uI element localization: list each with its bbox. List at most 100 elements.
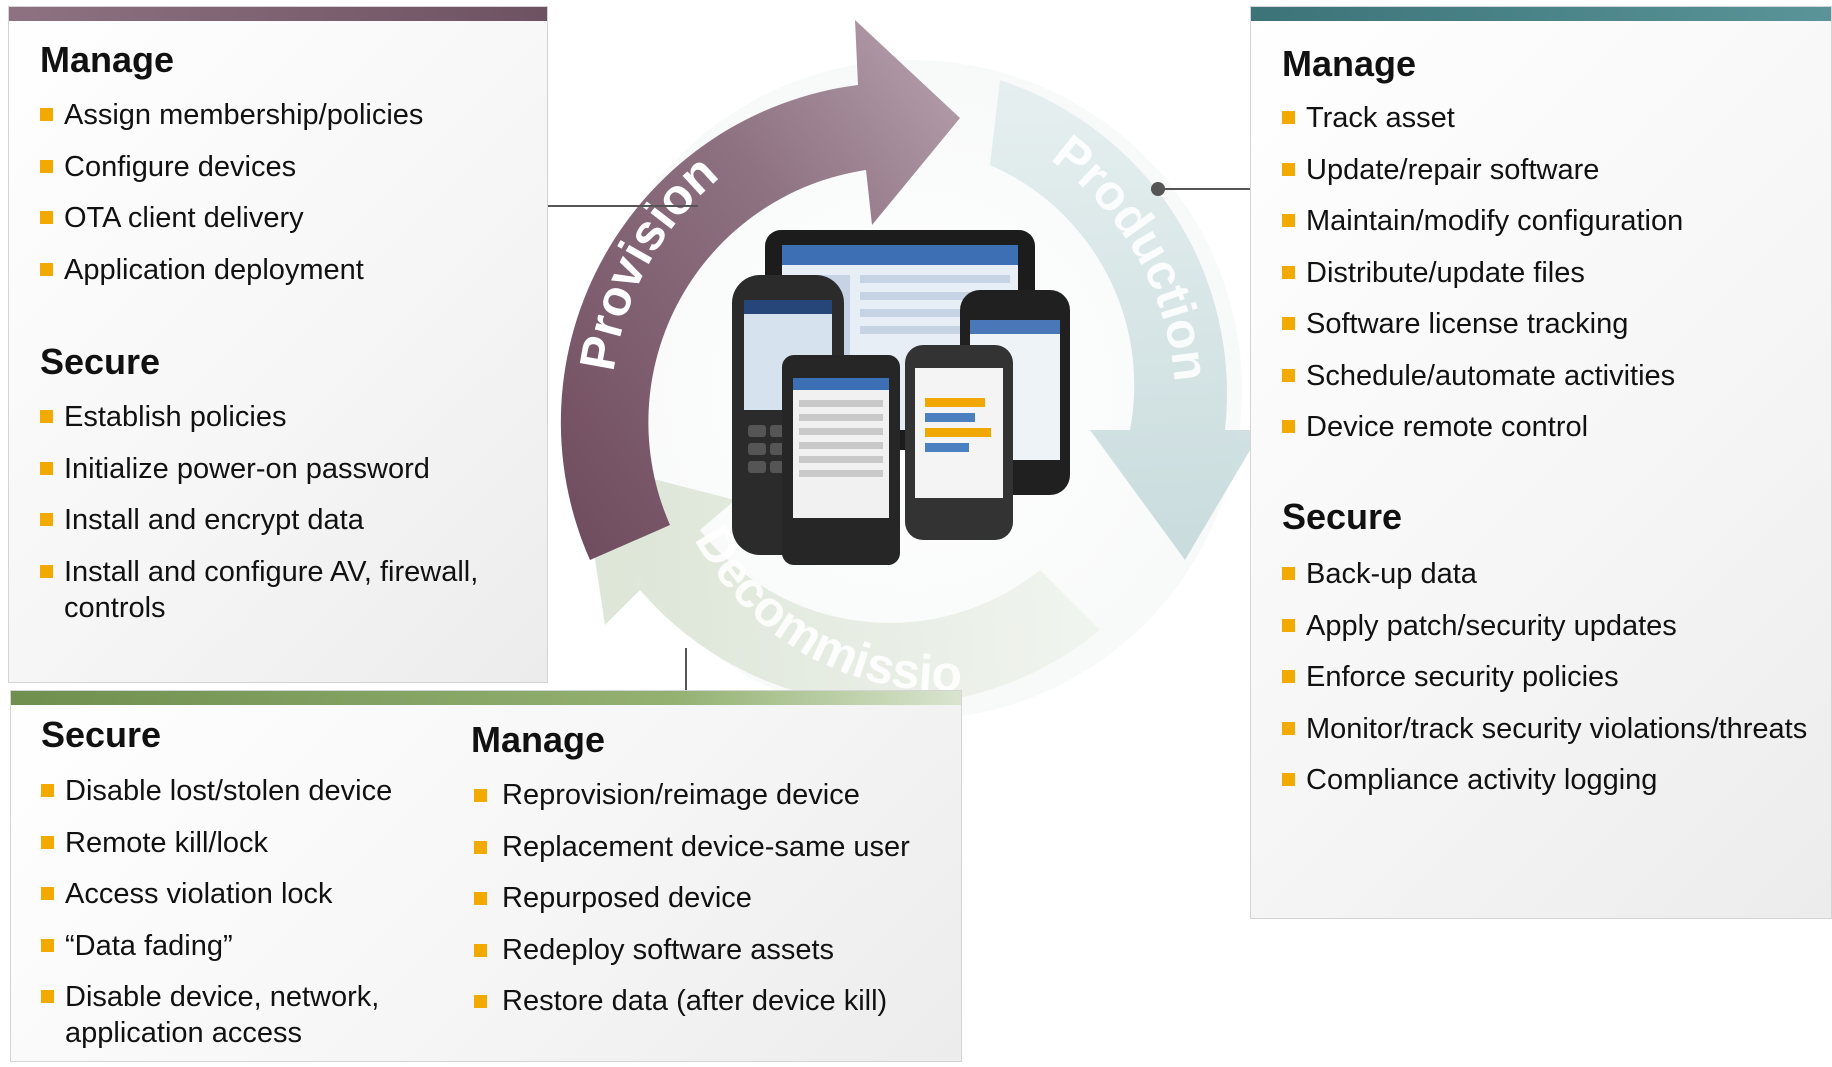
- list-item-text: Reprovision/reimage device: [502, 779, 860, 811]
- bullet-square-icon: [474, 789, 487, 802]
- list-item-text: Apply patch/security updates: [1306, 609, 1677, 642]
- bullet-square-icon: [1282, 420, 1295, 433]
- list-item-text: Install and configure AV, firewall, cont…: [64, 555, 479, 624]
- decommission-panel-bar: [11, 691, 961, 705]
- list-item-text: Back-up data: [1306, 558, 1477, 590]
- connector-production: [1158, 188, 1252, 190]
- list-item-text: Replacement device-same user: [502, 830, 910, 863]
- bullet-square-icon: [41, 784, 54, 797]
- bullet-square-icon: [1282, 567, 1295, 580]
- provision-secure-item: Establish policies: [40, 399, 520, 435]
- bullet-square-icon: [40, 513, 53, 526]
- bullet-square-icon: [1282, 265, 1295, 279]
- decommission-manage-heading: Manage: [471, 719, 606, 760]
- bullet-square-icon: [41, 938, 54, 952]
- bullet-square-icon: [474, 840, 487, 854]
- decommission-secure-item: Disable lost/stolen device: [41, 773, 441, 809]
- decommission-manage-item: Repurposed device: [471, 880, 951, 916]
- provision-secure-item: Install and encrypt data: [40, 502, 520, 538]
- production-secure-heading: Secure: [1282, 496, 1403, 537]
- bullet-square-icon: [1282, 162, 1295, 176]
- bullet-square-icon: [1282, 618, 1295, 632]
- connector-provision: [548, 205, 698, 207]
- list-item-text: Maintain/modify configuration: [1306, 205, 1684, 237]
- list-item-text: Schedule/automate activities: [1306, 359, 1676, 392]
- bullet-square-icon: [1282, 721, 1295, 735]
- production-manage-item: Device remote control: [1282, 409, 1827, 445]
- production-panel-bar: [1251, 7, 1831, 21]
- bullet-square-icon: [41, 887, 54, 900]
- production-manage-item: Distribute/update files: [1282, 255, 1827, 291]
- bullet-square-icon: [40, 461, 53, 475]
- bullet-square-icon: [40, 211, 53, 224]
- decommission-manage-item: Restore data (after device kill): [471, 983, 951, 1019]
- list-item-text: Disable device, network, application acc…: [65, 981, 380, 1049]
- lifecycle-diagram: Provision Production Decommission: [540, 0, 1260, 720]
- provision-secure-item: Install and configure AV, firewall, cont…: [40, 554, 520, 626]
- connector-production-dot: [1151, 182, 1165, 196]
- bullet-square-icon: [474, 995, 487, 1008]
- list-item-text: Compliance activity logging: [1306, 764, 1658, 796]
- production-arrow: [990, 80, 1260, 560]
- bullet-square-icon: [40, 262, 53, 276]
- list-item-text: Configure devices: [64, 150, 297, 183]
- decommission-manage-item: Reprovision/reimage device: [471, 777, 951, 813]
- decommission-manage-item: Redeploy software assets: [471, 932, 951, 968]
- bullet-square-icon: [474, 943, 487, 957]
- provision-manage-item: OTA client delivery: [40, 200, 540, 236]
- provision-manage-item: Assign membership/policies: [40, 97, 540, 133]
- production-manage-heading: Manage: [1282, 43, 1417, 84]
- bullet-square-icon: [40, 410, 53, 423]
- bullet-square-icon: [1282, 368, 1295, 382]
- list-item-text: Install and encrypt data: [64, 504, 364, 536]
- bullet-square-icon: [1282, 773, 1295, 786]
- bullet-square-icon: [474, 892, 487, 905]
- production-manage-item: Software license tracking: [1282, 306, 1827, 342]
- list-item-text: Repurposed device: [502, 882, 752, 914]
- decommission-secure-item: Access violation lock: [41, 876, 441, 912]
- list-item-text: Track asset: [1306, 102, 1455, 134]
- provision-manage-item: Application deployment: [40, 252, 540, 288]
- list-item-text: Assign membership/policies: [64, 99, 424, 131]
- provision-manage-heading: Manage: [40, 39, 175, 80]
- bullet-square-icon: [41, 990, 54, 1003]
- provision-secure-heading: Secure: [40, 341, 161, 382]
- bullet-square-icon: [1282, 111, 1295, 124]
- decommission-arrow: [580, 460, 1100, 706]
- decommission-secure-item: Remote kill/lock: [41, 825, 441, 861]
- list-item-text: Enforce security policies: [1306, 661, 1619, 693]
- bullet-square-icon: [1282, 670, 1295, 683]
- list-item-text: Update/repair software: [1306, 153, 1600, 186]
- production-secure-item: Enforce security policies: [1282, 659, 1827, 695]
- list-item-text: “Data fading”: [65, 929, 233, 962]
- list-item-text: Restore data (after device kill): [502, 985, 888, 1017]
- list-item-text: OTA client delivery: [64, 202, 304, 234]
- list-item-text: Initialize power-on password: [64, 452, 430, 485]
- provision-panel-bar: [9, 7, 547, 21]
- list-item-text: Application deployment: [64, 253, 364, 286]
- bullet-square-icon: [41, 835, 54, 849]
- list-item-text: Device remote control: [1306, 411, 1589, 443]
- provision-secure-item: Initialize power-on password: [40, 451, 520, 487]
- production-manage-item: Update/repair software: [1282, 152, 1827, 188]
- list-item-text: Monitor/track security violations/threat…: [1306, 712, 1808, 745]
- decommission-secure-item: Disable device, network, application acc…: [41, 979, 441, 1051]
- decommission-secure-heading: Secure: [41, 714, 162, 755]
- production-secure-item: Back-up data: [1282, 556, 1827, 592]
- production-secure-item: Apply patch/security updates: [1282, 608, 1827, 644]
- production-manage-item: Maintain/modify configuration: [1282, 203, 1827, 239]
- list-item-text: Redeploy software assets: [502, 933, 835, 966]
- production-manage-item: Track asset: [1282, 100, 1827, 136]
- list-item-text: Remote kill/lock: [65, 826, 269, 859]
- mobile-devices-image: [732, 230, 1070, 565]
- production-secure-item: Compliance activity logging: [1282, 762, 1827, 798]
- list-item-text: Disable lost/stolen device: [65, 775, 393, 807]
